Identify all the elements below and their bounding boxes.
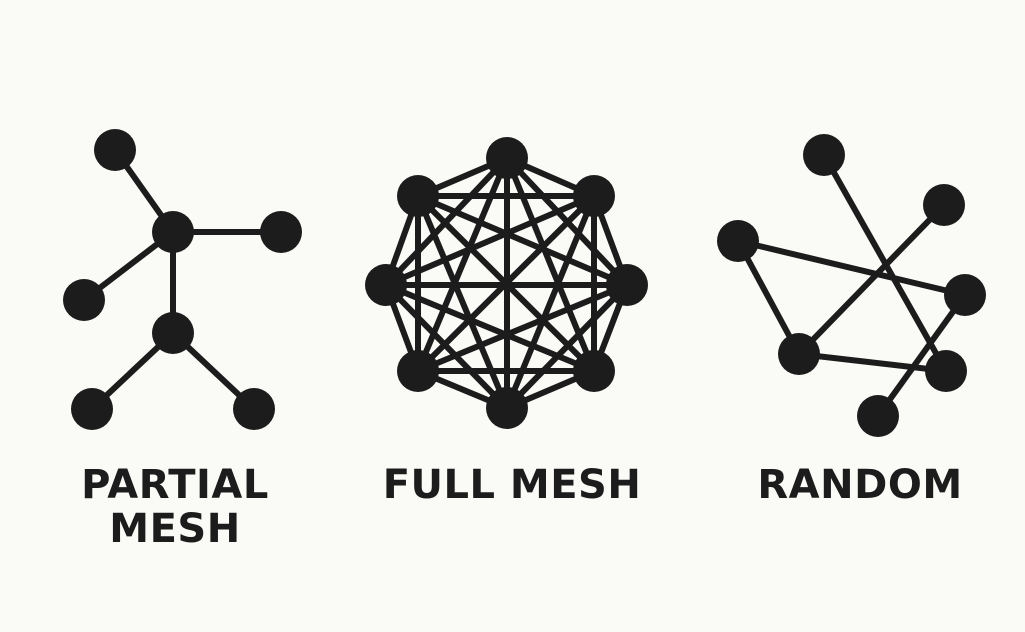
node — [857, 395, 899, 437]
random-label: RANDOM — [740, 463, 980, 507]
node — [71, 388, 113, 430]
random-edges — [735, 152, 968, 419]
node — [925, 350, 967, 392]
node — [573, 175, 615, 217]
node — [233, 388, 275, 430]
node — [260, 211, 302, 253]
node — [397, 175, 439, 217]
node — [778, 333, 820, 375]
node — [606, 264, 648, 306]
node — [573, 350, 615, 392]
full-mesh-label-line-1: FULL MESH — [382, 462, 642, 508]
random-nodes — [717, 134, 986, 437]
partial-mesh-label-line-2: MESH — [109, 506, 241, 552]
node — [486, 387, 528, 429]
partial-mesh-nodes — [63, 129, 302, 430]
edge — [383, 282, 510, 411]
edge — [796, 351, 949, 374]
edge — [735, 238, 968, 298]
node — [717, 220, 759, 262]
node — [486, 137, 528, 179]
node — [397, 350, 439, 392]
edge — [735, 238, 802, 357]
full-mesh-nodes — [365, 137, 648, 429]
edge — [415, 193, 630, 288]
node — [94, 129, 136, 171]
partial-mesh-label-line-1: PARTIAL — [81, 462, 269, 508]
node — [365, 264, 407, 306]
edge — [415, 193, 510, 411]
edge — [796, 202, 947, 357]
edge — [415, 193, 597, 374]
random-label-line-1: RANDOM — [757, 462, 963, 508]
node — [803, 134, 845, 176]
node — [63, 279, 105, 321]
edge — [875, 292, 968, 419]
node — [944, 274, 986, 316]
node — [923, 184, 965, 226]
node — [152, 211, 194, 253]
node — [152, 312, 194, 354]
full-mesh-label: FULL MESH — [372, 463, 652, 507]
partial-mesh-label: PARTIAL MESH — [60, 463, 290, 551]
